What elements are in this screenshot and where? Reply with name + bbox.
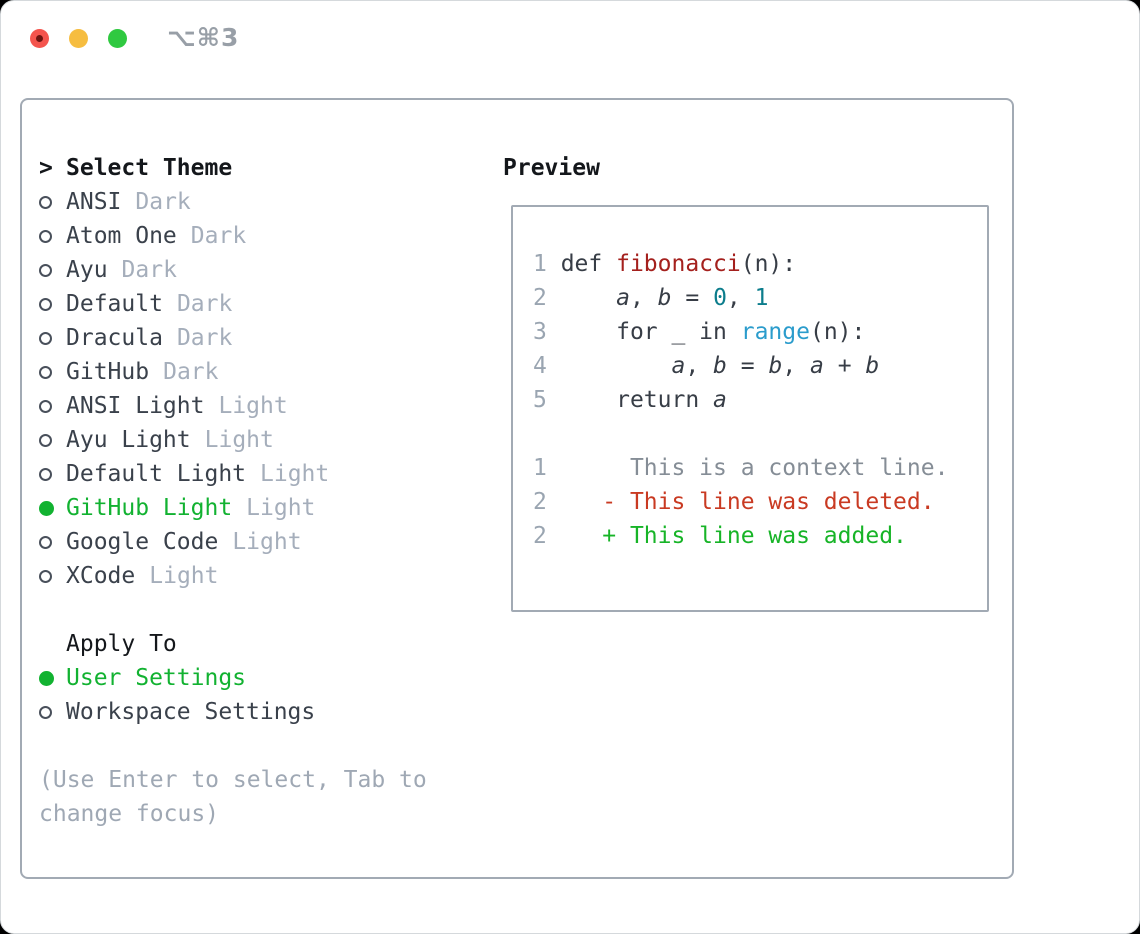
window-title: ⌥⌘3 [167,23,240,52]
preview-line-5: 5 return a [533,387,727,413]
theme-option-label: ANSI Light [66,393,205,419]
theme-option-label: Google Code [66,529,219,555]
apply-option-label: Workspace Settings [66,699,316,725]
apply-option-label: User Settings [66,665,247,691]
radio-icon [39,535,52,549]
radio-icon [39,263,52,277]
radio-selected-icon [39,500,54,516]
theme-option[interactable]: GitHub Light Light [39,491,489,525]
select-theme-header-row: > Select Theme [39,151,489,185]
theme-option-label: Atom One [66,223,177,249]
spacer-row [39,593,489,627]
theme-variant-tag: Light [149,563,219,589]
apply-option[interactable]: User Settings [39,661,489,695]
theme-variant-tag: Dark [176,325,233,351]
theme-option[interactable]: Atom One Dark [39,219,489,253]
preview-line-3: 3 for _ in range(n): [533,319,866,345]
theme-option-label: Default [66,291,163,317]
preview-box: 1 def fibonacci(n): 2 a, b = 0, 1 3 for _ … [511,205,989,612]
theme-option[interactable]: Default Light Light [39,457,489,491]
theme-variant-tag: Dark [135,189,191,215]
apply-to-header-row: Apply To [39,627,489,661]
theme-option[interactable]: ANSI Light Light [39,389,489,423]
theme-variant-tag: Dark [176,291,233,317]
theme-variant-tag: Dark [190,223,247,249]
radio-icon [39,467,52,481]
theme-option[interactable]: XCode Light [39,559,489,593]
select-theme-title: Select Theme [66,155,233,181]
theme-option[interactable]: GitHub Dark [39,355,489,389]
zoom-button[interactable] [108,29,127,48]
prompt-caret-icon: > [39,155,53,181]
theme-option[interactable]: Default Dark [39,287,489,321]
theme-option[interactable]: ANSI Dark [39,185,489,219]
preview-line-0 [533,213,987,247]
apply-to-title: Apply To [66,631,177,657]
theme-variant-tag: Light [218,393,288,419]
radio-icon [39,229,52,243]
record-dot-icon [36,35,43,42]
theme-option-label: GitHub [66,359,150,385]
preview-line-9: 2 + This line was added. [533,523,907,549]
preview-line-8: 2 - This line was deleted. [533,489,935,515]
theme-variant-tag: Light [260,461,330,487]
radio-selected-icon [39,670,54,686]
radio-icon [39,195,52,209]
theme-option[interactable]: Dracula Dark [39,321,489,355]
theme-variant-tag: Light [232,529,302,555]
hint-line-2: change focus) [39,801,220,827]
theme-option-label: GitHub Light [66,495,233,521]
title-bar: ⌥⌘3 [1,1,1139,73]
theme-option-label: XCode [66,563,136,589]
theme-variant-tag: Light [204,427,274,453]
apply-option[interactable]: Workspace Settings [39,695,489,729]
radio-icon [39,365,52,379]
minimize-button[interactable] [69,29,88,48]
preview-line-6 [533,417,987,451]
radio-icon [39,331,52,345]
theme-option-label: Ayu [66,257,108,283]
close-button[interactable] [30,29,49,48]
radio-icon [39,433,52,447]
radio-icon [39,399,52,413]
theme-option-label: Dracula [66,325,163,351]
spacer-row [39,729,489,763]
radio-icon [39,297,52,311]
radio-icon [39,569,52,583]
preview-title: Preview [503,155,600,181]
radio-icon [39,705,52,719]
theme-variant-tag: Dark [163,359,219,385]
theme-option-label: ANSI [66,189,122,215]
theme-variant-tag: Light [246,495,316,521]
preview-line-2: 2 a, b = 0, 1 [533,285,769,311]
hint-line-1: (Use Enter to select, Tab to [39,767,427,793]
theme-variant-tag: Dark [121,257,177,283]
theme-option[interactable]: Ayu Dark [39,253,489,287]
theme-option[interactable]: Google Code Light [39,525,489,559]
preview-line-4: 4 a, b = b, a + b [533,353,880,379]
preview-line-7: 1 This is a context line. [533,455,949,481]
theme-option[interactable]: Ayu Light Light [39,423,489,457]
preview-line-1: 1 def fibonacci(n): [533,251,797,277]
theme-option-label: Default Light [66,461,247,487]
theme-option-label: Ayu Light [66,427,191,453]
